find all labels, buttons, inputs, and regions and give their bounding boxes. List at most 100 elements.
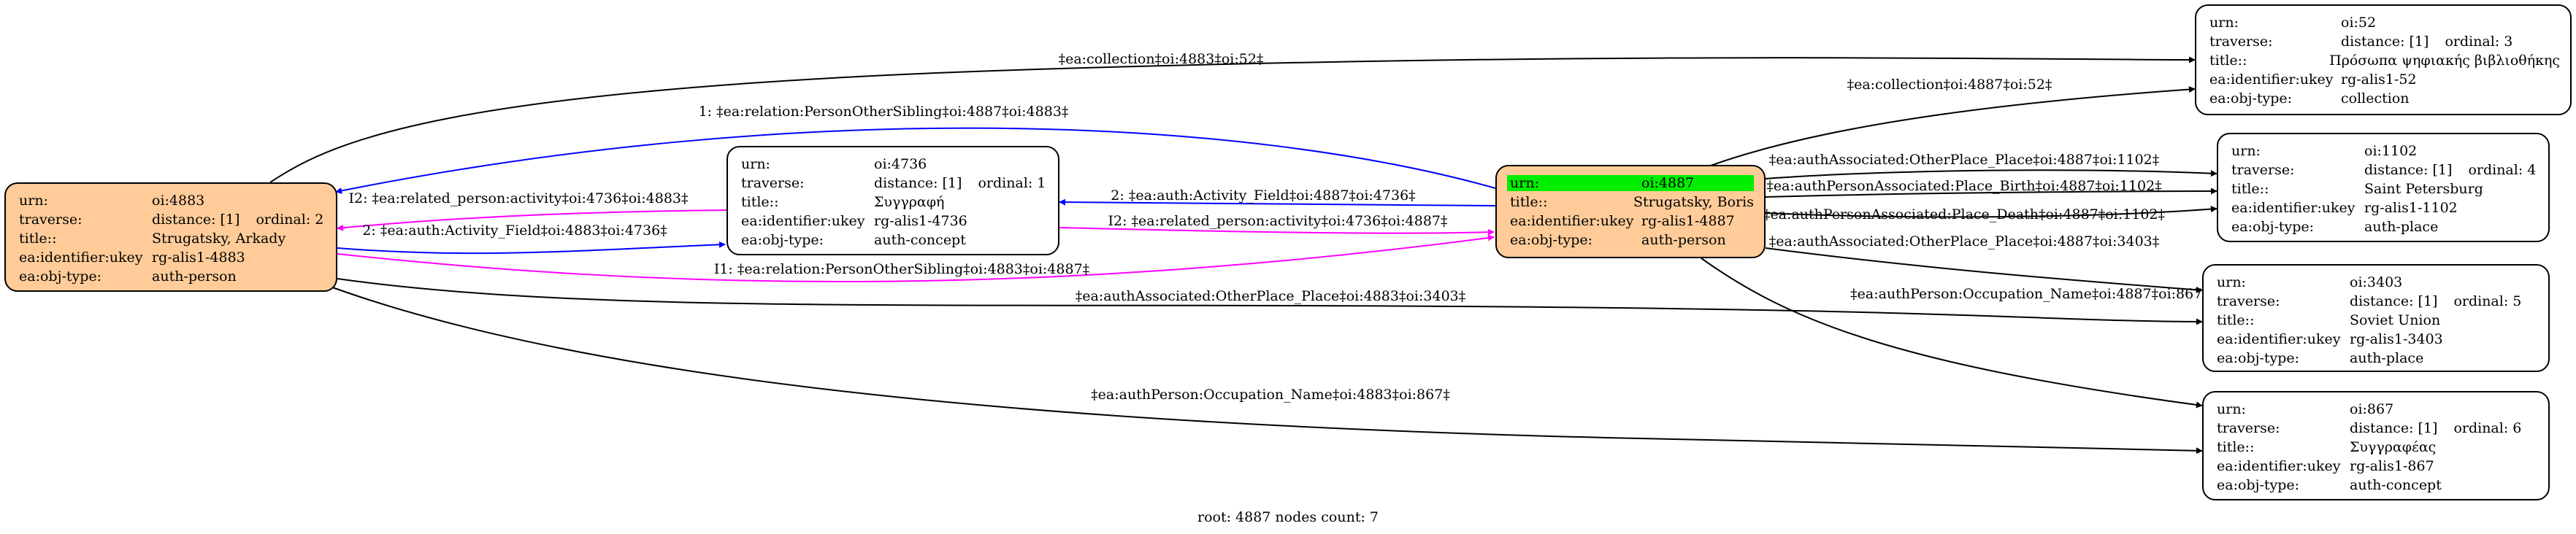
- field-key: title::: [2217, 312, 2255, 328]
- row-title: title::Strugatsky, Arkady: [16, 229, 326, 248]
- field-key: urn:: [2217, 401, 2246, 417]
- row-title: title::Συγγραφή: [738, 193, 1048, 212]
- field-key: traverse:: [19, 212, 83, 228]
- distance-value: distance: [1]: [2350, 293, 2438, 309]
- field-value: rg-alis1-3403: [2350, 331, 2443, 347]
- edge-4887-to-4736-field: [1059, 198, 1496, 206]
- edge-label: ‡ea:authAssociated:OtherPlace_Place‡oi:4…: [1075, 288, 1466, 304]
- field-key: ea:obj-type:: [2217, 350, 2300, 366]
- node-oi-3403[interactable]: urn:oi:3403 traverse:distance: [1]ordina…: [2202, 264, 2550, 372]
- field-value: rg-alis1-4883: [152, 249, 245, 266]
- field-key: title::: [2217, 439, 2255, 455]
- edge-4736-to-4883-activity: [337, 209, 727, 231]
- field-value: collection: [2341, 90, 2410, 107]
- field-key: ea:identifier:ukey: [2217, 331, 2341, 347]
- field-value: Συγγραφέας: [2350, 439, 2437, 455]
- row-objtype: ea:obj-type:auth-person: [16, 267, 326, 286]
- field-key: ea:obj-type:: [19, 268, 102, 285]
- field-key: ea:obj-type:: [741, 232, 824, 248]
- row-ukey: ea:identifier:ukey rg-alis1-52: [2207, 70, 2560, 89]
- edge-label: ‡ea:collection‡oi:4883‡oi:52‡: [1058, 51, 1264, 67]
- edge-label: ‡ea:authAssociated:OtherPlace_Place‡oi:4…: [1768, 152, 2160, 168]
- row-urn: urn:oi:52: [2207, 13, 2560, 32]
- field-key: title::: [2209, 53, 2247, 69]
- field-key: title::: [741, 194, 779, 210]
- edge-label: ‡ea:authPerson:Occupation_Name‡oi:4883‡o…: [1091, 387, 1450, 403]
- edge-4887-to-3403: [1765, 247, 2203, 293]
- edge-label: ‡ea:collection‡oi:4887‡oi:52‡: [1847, 77, 2052, 93]
- field-key: ea:obj-type:: [2231, 219, 2315, 235]
- edge-4887-to-1102-birth: [1765, 187, 2217, 198]
- field-key: ea:identifier:ukey: [2209, 71, 2334, 88]
- edge-label: ‡ea:authPersonAssociated:Place_Death‡oi:…: [1763, 206, 2166, 222]
- edge-4883-to-4887-sibling: [337, 234, 1495, 283]
- ordinal-value: ordinal: 4: [2468, 162, 2537, 178]
- row-traverse: traverse:distance: [1]ordinal: 5: [2214, 292, 2538, 311]
- field-key: ea:identifier:ukey: [741, 213, 865, 229]
- node-oi-1102[interactable]: urn: oi:1102 traverse: distance: [1] ordina…: [2217, 133, 2550, 242]
- row-traverse: traverse: distance: [1] ordinal: 4: [2228, 160, 2538, 179]
- field-value: Strugatsky, Boris: [1633, 194, 1754, 210]
- field-key: urn:: [2231, 143, 2261, 159]
- row-urn-highlighted: urn:oi:4887: [1507, 174, 1754, 193]
- edge-label: 2: ‡ea:auth:Activity_Field‡oi:4883‡oi:47…: [362, 222, 667, 239]
- node-oi-867[interactable]: urn:oi:867 traverse:distance: [1]ordinal…: [2202, 391, 2550, 500]
- field-key: title::: [2231, 181, 2269, 197]
- row-objtype: ea:obj-type: collection: [2207, 89, 2560, 108]
- row-title: title::Strugatsky, Boris: [1507, 193, 1754, 212]
- field-value: auth-person: [1641, 232, 1726, 248]
- distance-value: distance: [1]: [874, 175, 962, 191]
- field-key: urn:: [741, 156, 770, 172]
- field-key: ea:identifier:ukey: [1510, 213, 1634, 229]
- field-key: ea:obj-type:: [2209, 90, 2293, 107]
- row-urn: urn: oi:1102: [2228, 142, 2538, 160]
- edge-label: I2: ‡ea:related_person:activity‡oi:4736‡…: [348, 190, 689, 206]
- row-traverse: traverse:distance: [1]ordinal: 2: [16, 210, 326, 229]
- node-oi-4736[interactable]: urn:oi:4736 traverse:distance: [1]ordina…: [727, 146, 1059, 255]
- field-value: auth-place: [2350, 350, 2424, 366]
- field-value: oi:1102: [2364, 143, 2418, 159]
- distance-value: distance: [1]: [2364, 162, 2453, 178]
- row-ukey: ea:identifier:ukey rg-alis1-3403: [2214, 330, 2538, 349]
- row-objtype: ea:obj-type: auth-concept: [2214, 476, 2538, 495]
- row-urn: urn:oi:4883: [16, 191, 326, 210]
- field-value: oi:52: [2341, 15, 2377, 31]
- field-value: rg-alis1-52: [2341, 71, 2417, 88]
- edge-label: ‡ea:authPerson:Occupation_Name‡oi:4887‡o…: [1850, 286, 2209, 302]
- field-value: oi:4887: [1638, 175, 1754, 191]
- field-value: auth-place: [2364, 219, 2439, 235]
- field-value: oi:4736: [874, 156, 927, 172]
- edge-label: I2: ‡ea:related_person:activity‡oi:4736‡…: [1108, 213, 1448, 229]
- field-key: ea:identifier:ukey: [2217, 458, 2341, 474]
- field-value: oi:867: [2350, 401, 2394, 417]
- field-key: ea:obj-type:: [1510, 232, 1593, 248]
- node-oi-4883[interactable]: urn:oi:4883 traverse:distance: [1]ordina…: [4, 182, 337, 292]
- edge-4883-to-52: [269, 56, 2196, 183]
- edge-label: ‡ea:authAssociated:OtherPlace_Place‡oi:4…: [1768, 233, 2160, 249]
- node-oi-52[interactable]: urn:oi:52 traverse:distance: [1]ordinal:…: [2195, 4, 2572, 115]
- row-title: title::Συγγραφέας: [2214, 438, 2538, 457]
- field-key: title::: [1510, 194, 1548, 210]
- edge-4736-to-4887-activity: [1059, 227, 1495, 236]
- edge-label: I1: ‡ea:relation:PersonOtherSibling‡oi:4…: [713, 261, 1090, 277]
- ordinal-value: ordinal: 5: [2453, 293, 2522, 309]
- field-key: ea:identifier:ukey: [2231, 200, 2355, 216]
- field-value: auth-concept: [2350, 477, 2442, 493]
- row-urn: urn: oi:4736: [738, 155, 1048, 174]
- edge-label: ‡ea:authPersonAssociated:Place_Birth‡oi:…: [1766, 178, 2162, 194]
- field-key: traverse:: [2231, 162, 2295, 178]
- row-objtype: ea:obj-type: auth-place: [2228, 217, 2538, 236]
- row-traverse: traverse:distance: [1]ordinal: 1: [738, 174, 1048, 193]
- row-urn: urn: oi:867: [2214, 400, 2538, 419]
- field-key: ea:identifier:ukey: [19, 249, 143, 266]
- field-key: ea:obj-type:: [2217, 477, 2300, 493]
- distance-value: distance: [1]: [2350, 420, 2438, 436]
- edge-4887-to-1102-death: [1765, 206, 2217, 218]
- field-key: traverse:: [2209, 34, 2273, 50]
- ordinal-value: ordinal: 6: [2453, 420, 2522, 436]
- node-oi-4887-root[interactable]: urn:oi:4887 title::Strugatsky, Boris ea:…: [1495, 165, 1766, 258]
- ordinal-value: ordinal: 1: [978, 175, 1046, 191]
- field-value: auth-concept: [874, 232, 966, 248]
